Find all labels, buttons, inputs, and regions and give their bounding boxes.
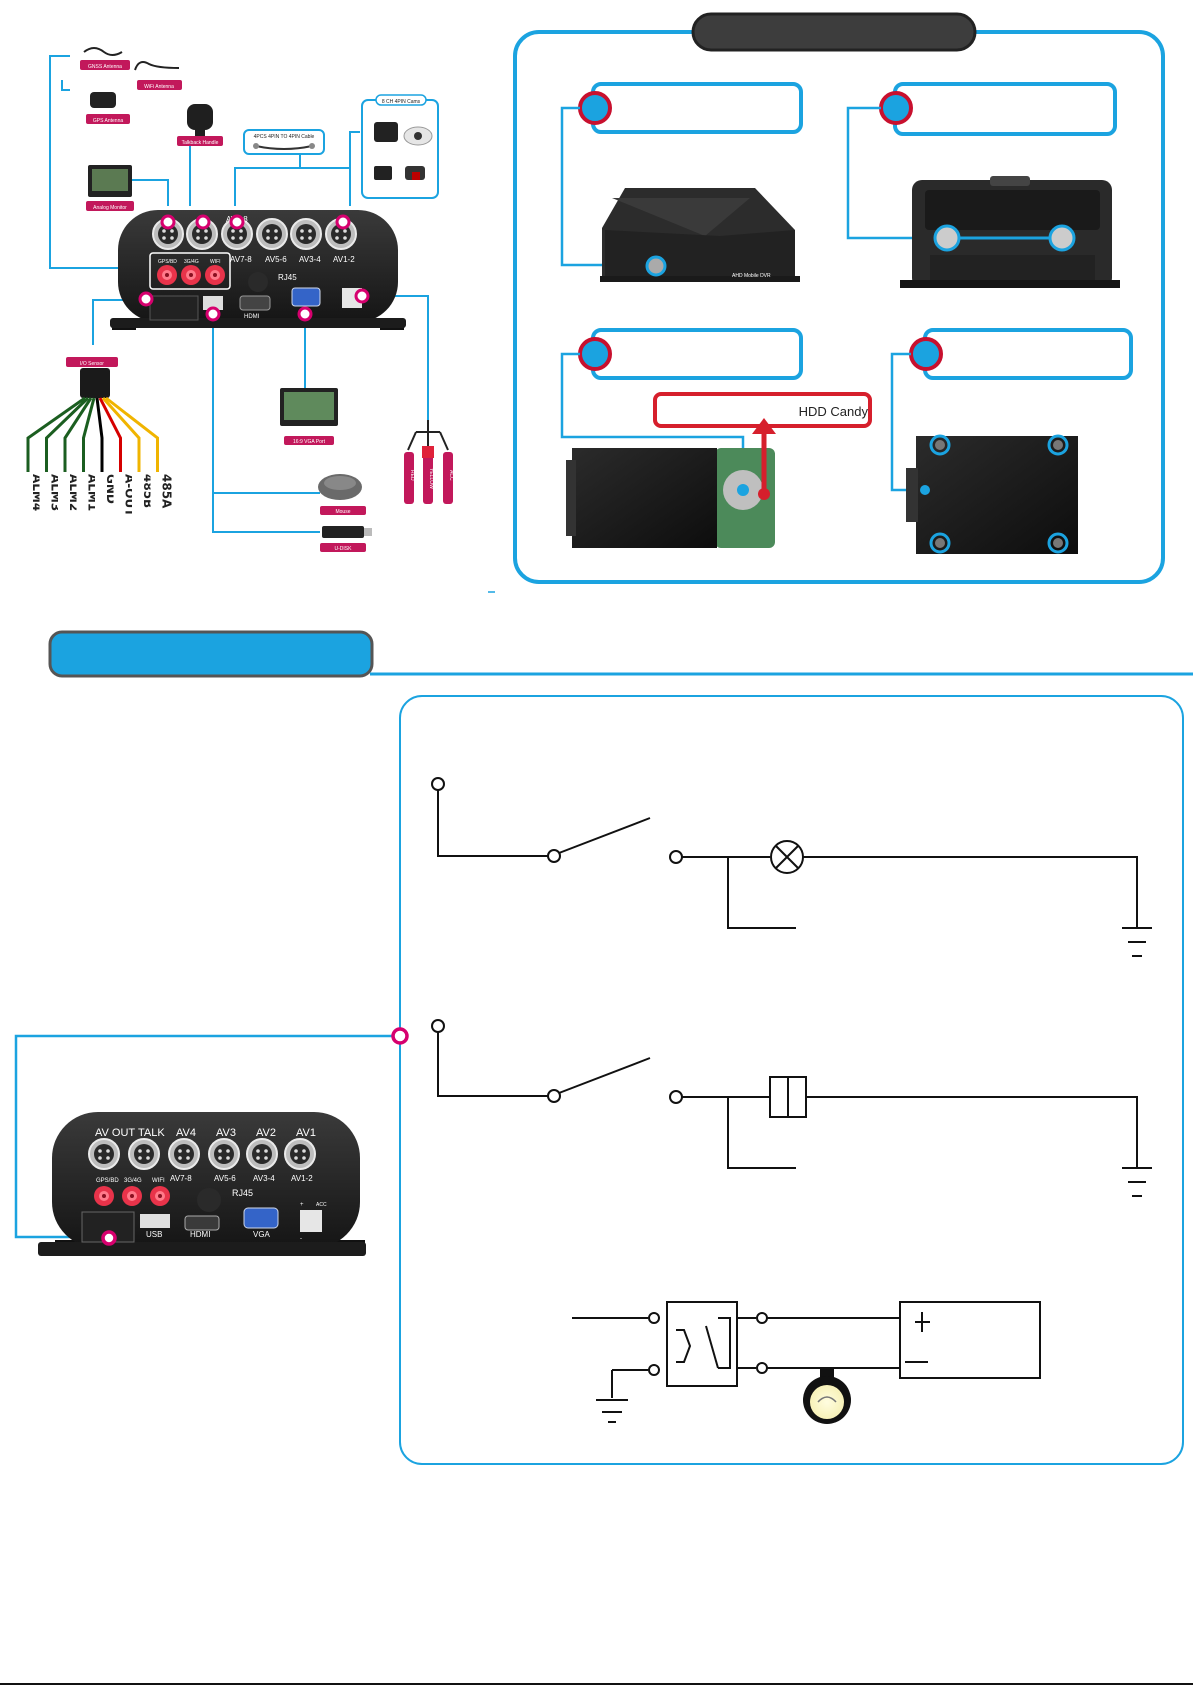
antenna-label-4g: 3G/4G: [184, 259, 199, 265]
schematic-frame: [399, 695, 1184, 1465]
alarm-dvr-label-av56: AV5-6: [214, 1174, 236, 1183]
port-label-av-out: AV OUT: [95, 1127, 135, 1139]
camera-group: 8 CH 4PIN Cams: [361, 94, 439, 199]
install-step-1: AHD Mobile DVR: [560, 82, 803, 282]
talkback-handle: Talkback Handle: [177, 104, 223, 146]
alarm-dvr-ant-gps: GPS/BD: [96, 1178, 119, 1184]
dvr-model-tag: AHD Mobile DVR: [732, 273, 771, 279]
schematic-link-marker: [391, 1027, 409, 1045]
io-wire-label-bg: [150, 472, 165, 520]
alarm-dvr-hdmi: HDMI: [190, 1230, 210, 1239]
port-label-av3: AV3: [216, 1127, 236, 1139]
usb-drive-label: U-DISK: [335, 546, 353, 552]
gnss-antenna-label: GNSS Antenna: [88, 64, 122, 70]
alarm-dvr-plus: +: [300, 1202, 304, 1208]
installation-title-pill: [691, 12, 977, 52]
port-label-talk: TALK: [138, 1127, 165, 1139]
hdd-tag: HDD Candy: [799, 404, 869, 419]
wiring-schematic: [391, 695, 1184, 1465]
bottom-port-label-d: AV1-2: [333, 255, 355, 264]
power-lead-red: RED: [409, 470, 415, 481]
io-wire-label-bg: [58, 472, 72, 520]
alarm-dvr-acc: ACC: [316, 1202, 327, 1208]
alarm-port-marker: [101, 1230, 117, 1246]
power-leads: RED YELLOW ACC: [404, 420, 454, 504]
bottom-port-label-c: AV3-4: [299, 255, 321, 264]
analog-monitor-label: Analog Monitor: [93, 205, 127, 211]
alarm-dvr-vga: VGA: [253, 1230, 271, 1239]
vga-monitor: 16:9 VGA Port: [280, 388, 338, 445]
circuit-relay: [431, 1019, 1152, 1197]
antenna-label-wifi: WIFI: [210, 259, 221, 265]
io-wire-label-bg: [132, 472, 146, 520]
aviation-cable: 4PCS 4PIN TO 4PIN Cable: [243, 129, 325, 155]
alarm-dvr-top-labels: AV OUT TALK AV4 AV3 AV2 AV1: [95, 1127, 316, 1139]
io-wire-label: 485A: [160, 474, 174, 509]
cable-label: 4PCS 4PIN TO 4PIN Cable: [254, 134, 315, 140]
usb-drive: U-DISK: [320, 526, 372, 552]
alarm-dvr-rj45: RJ45: [232, 1188, 253, 1198]
install-step-2: [846, 82, 1120, 288]
power-lead-acc: ACC: [448, 470, 454, 481]
analog-monitor: Analog Monitor: [86, 165, 134, 211]
circuit-relay-battery: [572, 1301, 1041, 1423]
port-label-av4: AV4: [176, 1127, 196, 1139]
hdmi-label: HDMI: [244, 314, 260, 320]
port-label-av1: AV1: [296, 1127, 316, 1139]
vga-monitor-label: 16:9 VGA Port: [293, 439, 326, 445]
alarm-dvr-usb: USB: [146, 1230, 162, 1239]
alarm-dvr-label-av78: AV7-8: [170, 1174, 192, 1183]
io-wire-label-bg: [21, 472, 35, 520]
install-step-3: HDD Candy: [560, 328, 872, 548]
io-sensor-label: I/O Sensor: [80, 361, 104, 367]
section-title-pill: [48, 630, 374, 678]
io-wire-label-bg: [113, 472, 128, 520]
mouse-label: Mouse: [335, 509, 350, 515]
dvr-front-panel: AV7-8 AV7-8 AV5-6 AV3-4 AV1-2 GPS/BD 3G/…: [110, 210, 406, 330]
bulb-icon: [803, 1368, 851, 1424]
wifi-antenna-label: WiFi Antenna: [144, 84, 174, 90]
connection-diagram: GNSS Antenna WiFi Antenna GPS Antenna Ta…: [21, 47, 454, 552]
alarm-dvr-ant-wifi: WIFI: [152, 1178, 165, 1184]
power-lead-yellow: YELLOW: [428, 468, 434, 489]
bottom-port-label-b: AV5-6: [265, 255, 287, 264]
camera-group-label: 8 CH 4PIN Cams: [382, 99, 421, 105]
installation-panel: AHD Mobile DVR HDD Candy: [513, 12, 1165, 584]
circuit-lamp: [431, 777, 1152, 957]
alarm-dvr-label-av34: AV3-4: [253, 1174, 275, 1183]
talkback-handle-label: Talkback Handle: [182, 140, 219, 146]
alarm-dvr-ant-4g: 3G/4G: [124, 1178, 142, 1184]
port-label-av2: AV2: [256, 1127, 276, 1139]
section-header: [48, 630, 1193, 678]
rj45-label: RJ45: [278, 273, 297, 282]
alarm-dvr-label-av12: AV1-2: [291, 1174, 313, 1183]
io-wire-label-bg: [39, 472, 54, 520]
gps-antenna: GPS Antenna: [86, 92, 130, 124]
antenna-label-gps: GPS/BD: [158, 259, 177, 265]
mouse: Mouse: [318, 474, 366, 515]
bottom-port-label-a: AV7-8: [230, 255, 252, 264]
alarm-dvr: AV OUT TALK AV4 AV3 AV2 AV1 AV7-8 AV5-6 …: [14, 1034, 401, 1256]
io-wire-label-bg: [95, 472, 109, 520]
io-wire-label-bg: [76, 472, 91, 520]
install-step-4: [890, 328, 1133, 554]
wifi-antenna: WiFi Antenna: [134, 61, 182, 90]
gps-antenna-label: GPS Antenna: [93, 118, 124, 124]
gnss-antenna: GNSS Antenna: [80, 47, 130, 70]
alarm-dvr-minus: -: [300, 1236, 302, 1242]
